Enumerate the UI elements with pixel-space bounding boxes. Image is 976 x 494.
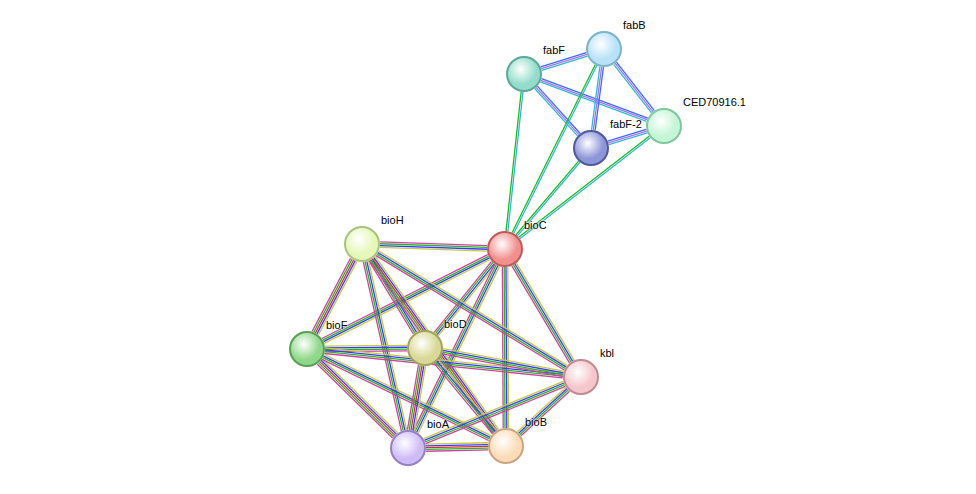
interaction-edge [614, 62, 655, 113]
evidence-line [593, 67, 601, 130]
evidence-line [541, 54, 587, 68]
protein-node: bioA [390, 430, 426, 466]
protein-node: CED70916.1 [646, 108, 682, 144]
evidence-line [409, 365, 420, 430]
protein-node: bioC [487, 231, 523, 267]
evidence-line [379, 251, 567, 365]
protein-circle [573, 130, 609, 166]
protein-circle [344, 226, 380, 262]
evidence-line [322, 359, 397, 433]
protein-label: CED70916.1 [683, 96, 746, 108]
evidence-line [325, 345, 407, 347]
interaction-edge [516, 161, 580, 236]
evidence-line [325, 347, 407, 349]
interaction-edge [517, 387, 569, 436]
protein-label: bioA [427, 418, 449, 430]
evidence-line [614, 64, 652, 113]
interaction-edge [434, 261, 496, 335]
evidence-line [376, 256, 564, 370]
evidence-line [375, 257, 498, 430]
evidence-line [442, 354, 563, 376]
protein-node: fabB [586, 31, 622, 67]
evidence-line [521, 391, 570, 436]
evidence-line [314, 259, 352, 332]
protein-node: kbl [563, 359, 599, 395]
evidence-line [502, 267, 504, 428]
protein-label: fabF-2 [610, 118, 642, 130]
protein-circle [586, 31, 622, 67]
protein-circle [646, 108, 682, 144]
evidence-line [407, 365, 418, 430]
evidence-line [504, 267, 506, 428]
evidence-line [426, 450, 488, 451]
interaction-edge [442, 349, 564, 377]
protein-node: bioB [488, 428, 524, 464]
interaction-edge [506, 92, 523, 231]
interaction-edge [426, 443, 488, 451]
interaction-edge [312, 258, 357, 334]
evidence-line [615, 63, 653, 112]
evidence-line [508, 92, 523, 231]
evidence-line [317, 261, 355, 334]
protein-circle [289, 331, 325, 367]
protein-label: bioH [381, 214, 404, 226]
interaction-edge [512, 263, 574, 363]
protein-label: bioF [326, 319, 347, 331]
evidence-line [542, 56, 588, 70]
protein-node: fabF [506, 56, 542, 92]
protein-circle [488, 428, 524, 464]
evidence-line [378, 253, 566, 367]
evidence-line [513, 265, 571, 362]
protein-label: bioC [524, 219, 547, 231]
evidence-line [437, 264, 494, 335]
evidence-line [374, 258, 497, 431]
protein-circle [563, 359, 599, 395]
evidence-line [426, 443, 488, 444]
protein-circle [407, 330, 443, 366]
evidence-line [424, 381, 564, 438]
evidence-line [380, 242, 487, 246]
protein-node: bioH [344, 226, 380, 262]
evidence-line [426, 446, 488, 447]
evidence-line [512, 266, 570, 363]
evidence-line [506, 92, 521, 231]
interaction-edge [376, 251, 567, 370]
evidence-line [443, 352, 564, 374]
evidence-line [426, 448, 488, 449]
evidence-line [616, 62, 654, 111]
protein-label: bioB [525, 416, 547, 428]
protein-label: kbl [600, 347, 614, 359]
evidence-line [443, 349, 564, 371]
evidence-line [426, 445, 488, 446]
evidence-line [608, 131, 647, 143]
interaction-edge [407, 365, 425, 431]
evidence-line [592, 67, 600, 130]
evidence-line [519, 389, 568, 434]
protein-node: bioF [289, 331, 325, 367]
protein-label: bioD [444, 318, 467, 330]
protein-label: fabB [623, 19, 646, 31]
protein-node: bioD [407, 330, 443, 366]
protein-label: fabF [543, 44, 565, 56]
evidence-line [537, 86, 580, 133]
evidence-line [315, 260, 353, 333]
protein-node: fabF-2 [573, 130, 609, 166]
evidence-line [325, 348, 563, 372]
evidence-line [312, 258, 350, 331]
protein-circle [390, 430, 426, 466]
evidence-line [595, 67, 603, 130]
evidence-line [517, 387, 566, 432]
evidence-line [515, 264, 573, 361]
evidence-line [443, 350, 564, 372]
interaction-edge [380, 242, 487, 251]
evidence-line [323, 358, 490, 439]
evidence-line [520, 390, 569, 435]
protein-circle [487, 231, 523, 267]
evidence-line [319, 262, 357, 335]
interaction-edge [592, 67, 604, 131]
protein-circle [506, 56, 542, 92]
